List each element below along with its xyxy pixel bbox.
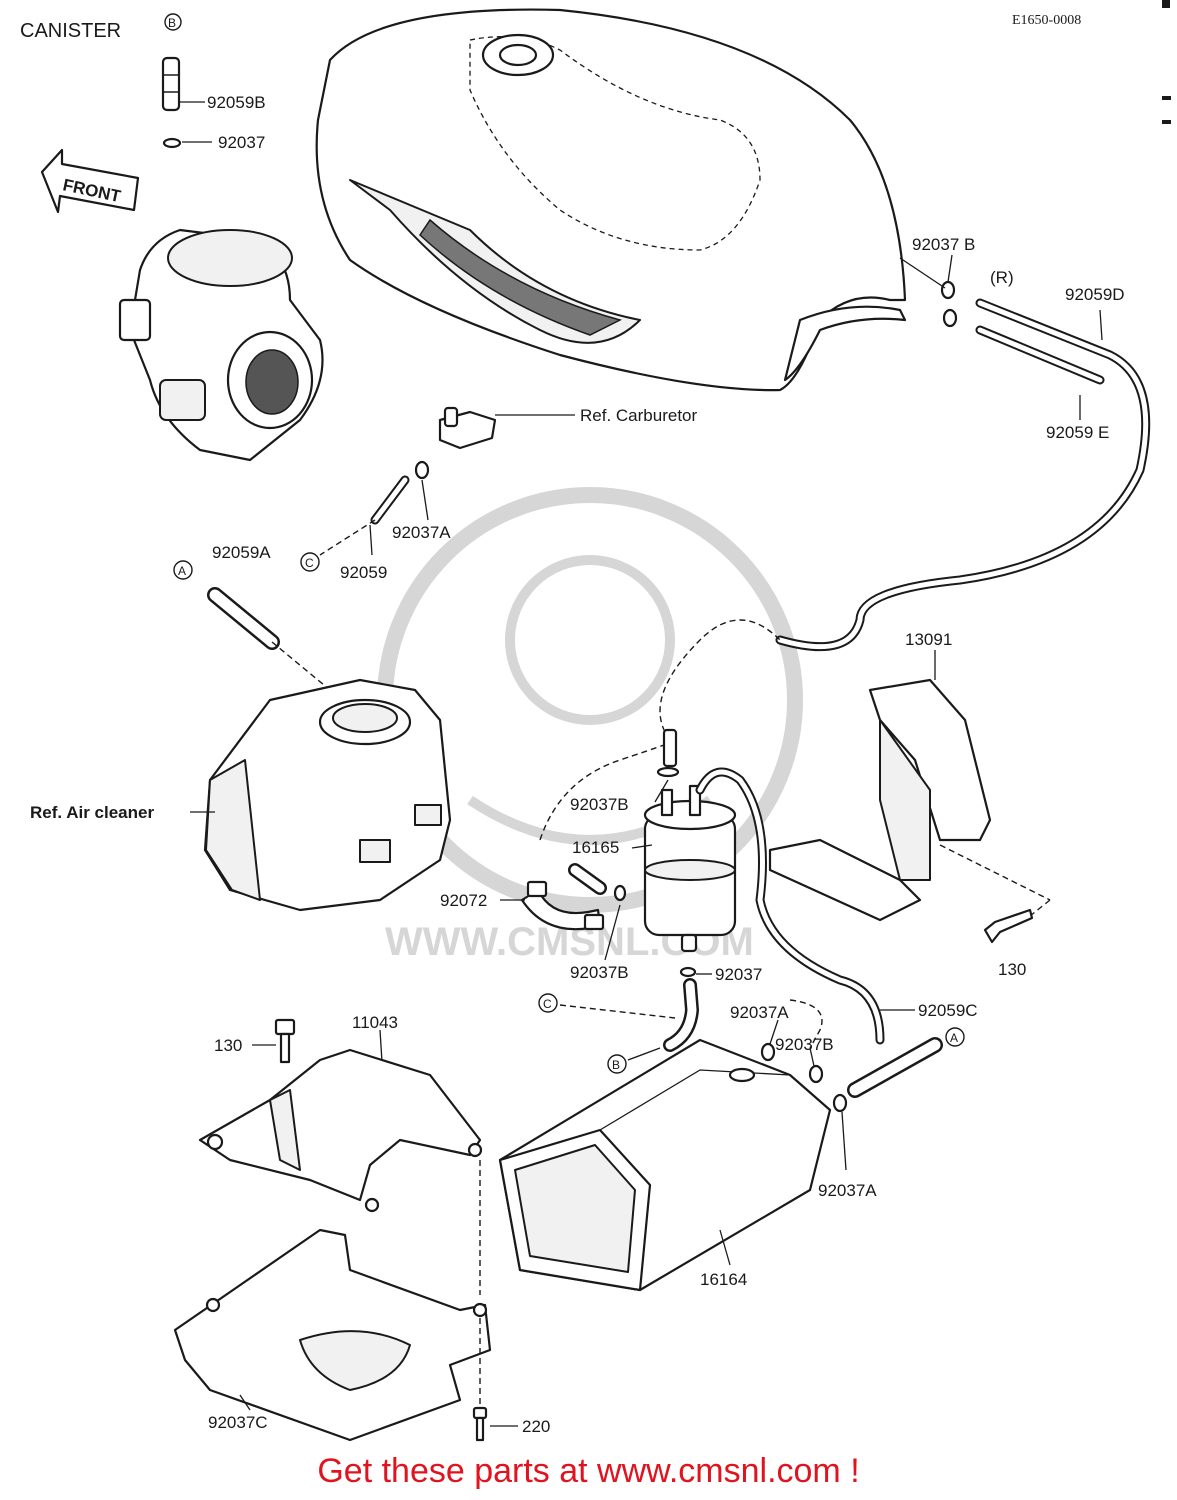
page-title: CANISTER — [20, 20, 121, 42]
circle-marker-icon: C — [300, 552, 320, 572]
part-label-92037B-clamp: 92037B — [570, 963, 629, 982]
part-label-16165: 16165 — [572, 838, 619, 857]
part-label-92059A: 92059A — [212, 543, 271, 562]
svg-text:C: C — [305, 556, 314, 570]
fitting-carburetor — [438, 406, 497, 450]
clip-92037A — [414, 460, 430, 480]
edge-mark — [1162, 120, 1171, 124]
diagram-code: E1650-0008 — [1012, 13, 1081, 28]
valve-16165 — [643, 784, 737, 953]
part-label-92059D: 92059D — [1065, 285, 1125, 304]
hose-92059D — [775, 298, 1151, 652]
part-label-92059E: 92059 E — [1046, 423, 1109, 442]
hose-92059B — [161, 56, 181, 112]
svg-text:B: B — [168, 16, 176, 30]
tray-92037C — [173, 1228, 492, 1442]
clip-92037 — [162, 137, 182, 149]
circle-marker-icon: A — [173, 560, 193, 580]
hose-92059E — [975, 325, 1105, 385]
clip-92037A-can — [760, 1042, 776, 1062]
svg-text:C: C — [543, 997, 552, 1011]
hose-92059 — [319, 475, 410, 556]
hose-92059C — [847, 1037, 943, 1098]
part-label-92037C: 92037C — [208, 1413, 268, 1432]
part-label-92037B-can: 92037B — [775, 1035, 834, 1054]
svg-text:B: B — [612, 1058, 620, 1072]
part-label-92037-valve: 92037 — [715, 965, 762, 984]
part-label-92059C: 92059C — [918, 1001, 978, 1020]
hose-valve-top — [662, 728, 678, 768]
svg-text:A: A — [178, 564, 186, 578]
air-cleaner — [203, 678, 452, 912]
fuel-tank — [315, 8, 907, 392]
clip-92037B-clamp — [613, 884, 627, 902]
clip-92037A-lower — [832, 1093, 848, 1113]
clip-92037B-can — [808, 1064, 824, 1084]
part-label-92059B: 92059B — [207, 93, 266, 112]
part-label-92037A: 92037A — [392, 523, 451, 542]
edge-mark — [1162, 96, 1171, 100]
part-label-220: 220 — [522, 1417, 550, 1436]
part-label-92059: 92059 — [340, 563, 387, 582]
hose-92059A — [207, 587, 280, 650]
bolt-220 — [472, 1406, 488, 1442]
bracket-13091 — [768, 678, 992, 922]
canister-16164 — [498, 1038, 832, 1292]
svg-text:A: A — [950, 1031, 958, 1045]
clip-92037B-tank — [942, 308, 958, 328]
clamp-92072 — [520, 880, 605, 931]
part-label-92037B-valve: 92037B — [570, 795, 629, 814]
clip-92037B-valve — [656, 766, 680, 778]
edge-mark — [1162, 0, 1170, 8]
circle-marker-icon: C — [538, 993, 558, 1013]
part-label-92037A-lower: 92037A — [818, 1181, 877, 1200]
side-marker-r: (R) — [990, 268, 1014, 287]
clip-92037B-tank — [940, 280, 956, 300]
front-arrow-icon: FRONT — [40, 148, 140, 214]
part-label-92037: 92037 — [218, 133, 265, 152]
part-label-130-left: 130 — [214, 1036, 242, 1055]
bolt-130-left — [274, 1018, 296, 1064]
carburetor — [118, 228, 324, 462]
hose-B — [663, 978, 700, 1052]
part-label-92037B: 92037 B — [912, 235, 975, 254]
part-label-130: 130 — [998, 960, 1026, 979]
circle-marker-icon: A — [945, 1027, 965, 1047]
hose-valve-left — [568, 863, 607, 895]
part-label-92037A-can: 92037A — [730, 1003, 789, 1022]
part-label-16164: 16164 — [700, 1270, 747, 1289]
ref-air-cleaner: Ref. Air cleaner — [30, 803, 154, 822]
circle-marker-icon: B — [607, 1054, 627, 1074]
cta-link[interactable]: Get these parts at www.cmsnl.com ! — [317, 1452, 860, 1490]
title-circle-marker: B — [164, 13, 182, 31]
part-label-92072: 92072 — [440, 891, 487, 910]
part-label-11043: 11043 — [352, 1013, 398, 1032]
clip-92037-valve — [679, 966, 697, 978]
ref-carburetor: Ref. Carburetor — [580, 406, 697, 425]
bolt-130-right — [983, 908, 1034, 944]
bracket-11043 — [198, 1048, 483, 1213]
part-label-13091: 13091 — [905, 630, 952, 649]
